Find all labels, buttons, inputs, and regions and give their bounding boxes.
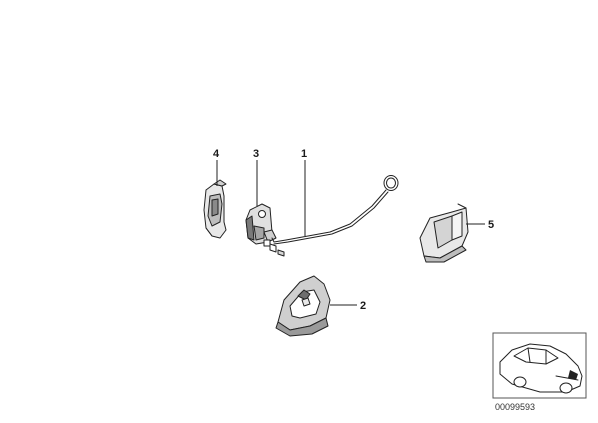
callout-4: 4 — [213, 148, 220, 160]
reference-code: 00099593 — [495, 402, 535, 412]
part-3-latch[interactable] — [245, 203, 277, 247]
callout-5: 5 — [488, 219, 494, 231]
part-5-wedge-bracket[interactable] — [419, 203, 469, 263]
part-2-pull-handle[interactable] — [275, 275, 331, 337]
car-silhouette-icon — [499, 343, 583, 394]
callout-3: 3 — [253, 148, 259, 160]
car-thumbnail-inset[interactable] — [492, 332, 587, 399]
part-1-release-rod[interactable] — [269, 175, 399, 257]
part-4-clip-bracket[interactable] — [203, 179, 227, 239]
callout-2: 2 — [360, 300, 366, 312]
callout-1: 1 — [301, 148, 307, 160]
